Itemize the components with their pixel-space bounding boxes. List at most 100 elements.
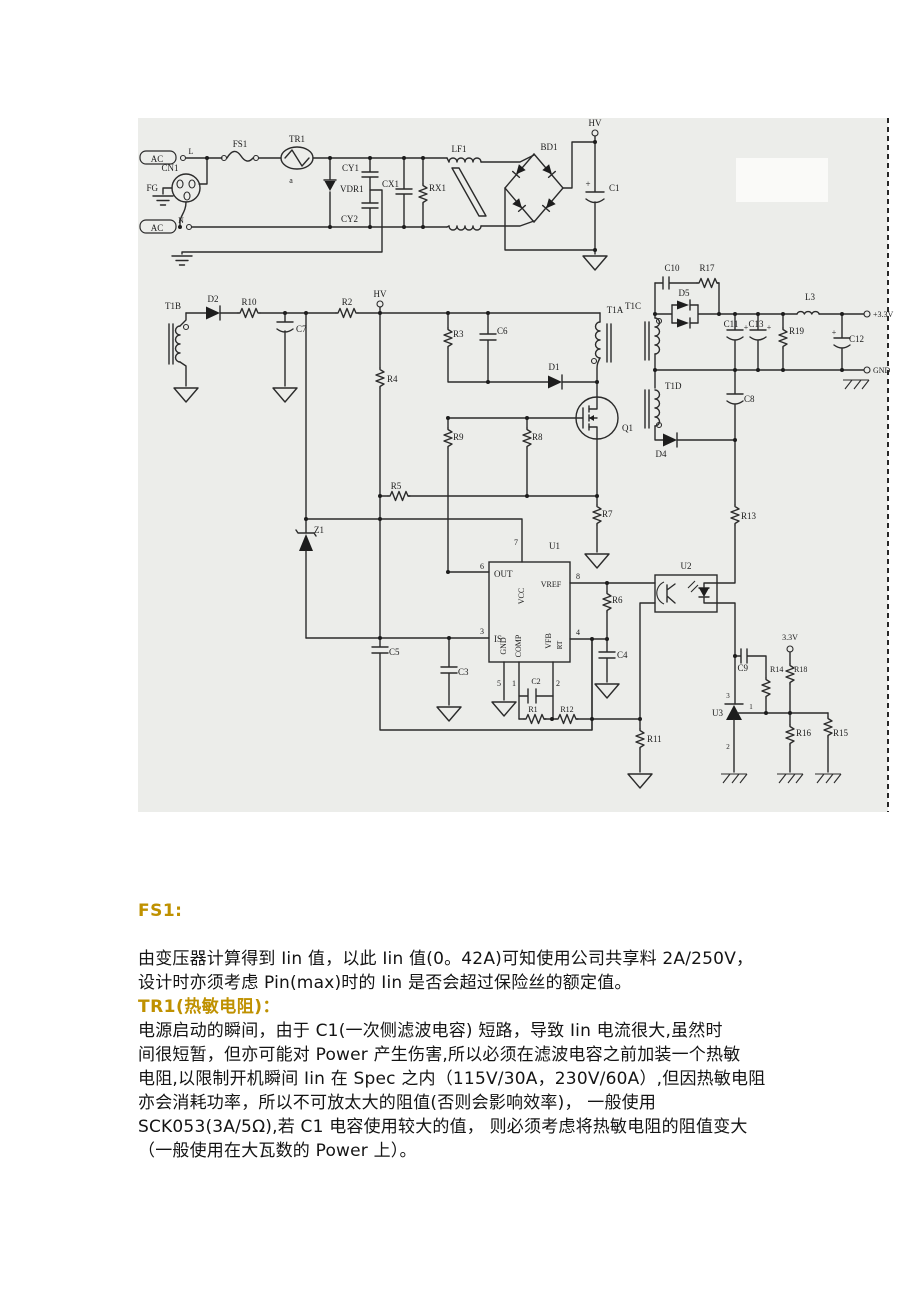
x-capacitor-symbol: [395, 157, 413, 228]
text-section: FS1: 由变压器计算得到 Iin 值，以此 Iin 值(0。42A)可知使用公…: [138, 899, 838, 1163]
component-label-TR1-7: TR1: [289, 134, 305, 144]
component-label-VCC-55: VCC: [517, 588, 526, 604]
component-label-C1-18: C1: [609, 183, 620, 193]
c11-capacitor-symbol: [726, 313, 744, 371]
component-label-1-68: 1: [512, 679, 516, 688]
component-label-R8-32: R8: [532, 432, 543, 442]
component-label-COMP-59: COMP: [514, 634, 523, 657]
component-label-R11-77: R11: [647, 734, 662, 744]
snubber-network: [654, 276, 720, 315]
component-label-C7-22: C7: [296, 324, 307, 334]
component-label-R7-35: R7: [602, 509, 613, 519]
zener-z1-symbol: [295, 312, 317, 639]
c13-capacitor-symbol: [749, 313, 767, 371]
component-label-HV-24: HV: [374, 289, 387, 299]
controller-u1-section: [436, 561, 656, 789]
component-label-AC-0: AC: [151, 154, 164, 164]
component-label-T1D-40: T1D: [665, 381, 682, 391]
paragraph-line: 亦会消耗功率，所以不可放太大的阻值(否则会影响效率)， 一般使用: [138, 1093, 657, 1113]
component-label-a-8: a: [289, 176, 293, 185]
component-label-2-69: 2: [556, 679, 560, 688]
component-label-7-63: 7: [514, 538, 518, 547]
component-label-RT-61: RT: [556, 640, 564, 649]
component-label-OUT-54: OUT: [494, 569, 513, 579]
component-label-L-1: L: [189, 147, 194, 156]
component-label-VFB-60: VFB: [544, 633, 553, 649]
scan-background: [138, 118, 888, 812]
component-label-L3-48: L3: [805, 292, 815, 302]
paragraph-line: 电源启动的瞬间，由于 C1(一次侧滤波电容) 短路，导致 Iin 电流很大,虽然…: [138, 1021, 723, 1041]
component-label-CY1-10: CY1: [342, 163, 359, 173]
component-label-VREF-56: VREF: [541, 580, 562, 589]
ac-line-connector: [139, 150, 177, 165]
component-label-R18-82: R18: [794, 665, 807, 674]
section-heading-tr1: TR1(热敏电阻)：: [138, 997, 281, 1017]
feedback-section: [639, 439, 842, 784]
component-label-R15-86: R15: [833, 728, 849, 738]
component-label-D5-38: D5: [679, 288, 690, 298]
c12-capacitor-symbol: [833, 313, 851, 371]
u2-optocoupler-body: [654, 574, 718, 613]
ac-neutral-connector: [139, 219, 177, 234]
component-label-2-89: 2: [726, 743, 730, 751]
scan-white-patch: [736, 158, 828, 202]
component-label-R6-70: R6: [612, 595, 623, 605]
cn1-connector-symbol: [152, 157, 208, 228]
component-label-N-5: N: [178, 216, 184, 225]
tl431-u3-symbol: [720, 703, 748, 784]
component-label-R17-37: R17: [699, 263, 715, 273]
component-label-C13-45: C13: [748, 319, 764, 329]
common-mode-choke-symbol: [446, 154, 535, 231]
component-label-C8-42: C8: [744, 394, 755, 404]
component-label-HV-16: HV: [589, 118, 602, 128]
l3-inductor-symbol: [796, 310, 820, 315]
rx1-resistor-symbol: [418, 157, 428, 228]
component-label-R4-25: R4: [387, 374, 398, 384]
component-label-C10-36: C10: [664, 263, 680, 273]
blank-line: [138, 923, 838, 947]
component-label-LF1-14: LF1: [451, 144, 466, 154]
junction-dots: [178, 140, 844, 721]
component-label-U3-84: U3: [712, 708, 723, 718]
component-label-FS1-6: FS1: [233, 139, 248, 149]
component-label-R1-75: R1: [528, 705, 537, 714]
component-label-VDR1-9: VDR1: [340, 184, 364, 194]
component-label-+-44: +: [744, 323, 749, 332]
c9-r14-network: [734, 648, 767, 714]
paragraph-line: （一般使用在大瓦数的 Power 上）。: [138, 1141, 417, 1161]
component-label-T1A-29: T1A: [607, 305, 624, 315]
component-label-8-64: 8: [576, 572, 580, 581]
c8-capacitor-symbol: [726, 369, 744, 441]
t1a-winding-symbol: [590, 312, 612, 398]
component-label-+3.3V-51: +3.3V: [873, 310, 894, 319]
component-label-5-67: 5: [497, 679, 501, 688]
section-heading-fs1: FS1:: [138, 901, 183, 921]
component-label-C6-27: C6: [497, 326, 508, 336]
component-label-3-87: 3: [726, 692, 730, 700]
component-label-4-66: 4: [576, 628, 580, 637]
component-label-CX1-12: CX1: [382, 179, 399, 189]
paragraph-line: 由变压器计算得到 Iin 值，以此 Iin 值(0。42A)可知使用公司共享料 …: [138, 949, 754, 969]
bulk-capacitor-symbol: [582, 129, 608, 271]
component-label-U1-53: U1: [549, 541, 560, 551]
component-label-C12-50: C12: [849, 334, 864, 344]
component-label-R10-21: R10: [241, 297, 257, 307]
component-label-R12-76: R12: [560, 705, 573, 714]
t1d-winding-symbol: [644, 389, 736, 448]
component-label-R16-85: R16: [796, 728, 812, 738]
dual-diode-d5-symbol: [654, 299, 720, 329]
paragraph-line: 电阻,以限制开机瞬间 Iin 在 Spec 之内（115V/30A，230V/6…: [138, 1069, 766, 1089]
component-label-R19-47: R19: [789, 326, 805, 336]
component-label-GND-58: GND: [499, 637, 508, 655]
component-label-C4-71: C4: [617, 650, 628, 660]
component-label-U2-79: U2: [681, 561, 692, 571]
component-label-R13-78: R13: [741, 511, 757, 521]
component-label-R3-26: R3: [453, 329, 464, 339]
component-label-+-49: +: [832, 328, 837, 337]
component-label-RX1-13: RX1: [429, 183, 446, 193]
bridge-rectifier-symbol: [504, 141, 596, 251]
component-label-1-88: 1: [749, 703, 753, 711]
component-label-CY2-11: CY2: [341, 214, 358, 224]
